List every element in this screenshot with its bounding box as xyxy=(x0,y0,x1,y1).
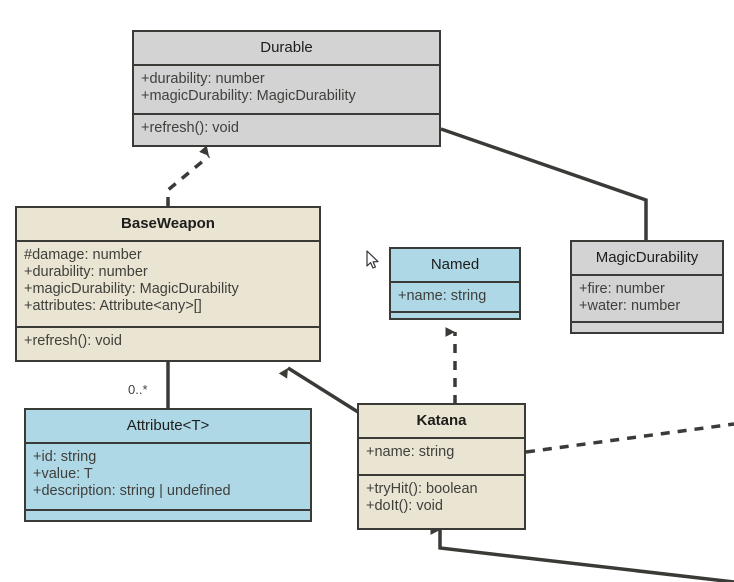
class-title-durable: Durable xyxy=(260,39,313,56)
uml-class-katana[interactable]: Katana +name: string +tryHit(): boolean … xyxy=(357,403,526,530)
methods-compartment-attribute xyxy=(26,511,310,520)
class-title-attribute: Attribute<T> xyxy=(126,417,210,434)
attributes-compartment-durable: +durability: number +magicDurability: Ma… xyxy=(134,66,439,113)
attributes-compartment-katana: +name: string xyxy=(359,439,524,474)
method-row: +refresh(): void xyxy=(24,332,122,349)
attribute-row: +durability: number xyxy=(141,71,265,87)
attribute-row: #damage: number xyxy=(24,247,142,263)
uml-class-attribute[interactable]: Attribute<T> +id: string +value: T +desc… xyxy=(24,408,312,522)
arrow-pointer-icon xyxy=(366,250,379,269)
attribute-row: +name: string xyxy=(398,288,487,304)
attributes-compartment-magicdurability: +fire: number +water: number xyxy=(572,276,722,321)
divider xyxy=(572,274,722,276)
edge-durable-magicdurability xyxy=(440,127,648,242)
uml-class-magicdurability[interactable]: MagicDurability +fire: number +water: nu… xyxy=(570,240,724,334)
edge-katana-offcanvas-right xyxy=(525,422,734,454)
methods-compartment-katana: +tryHit(): boolean +doIt(): void xyxy=(359,476,524,528)
method-row: +tryHit(): boolean xyxy=(366,481,478,497)
attribute-row: +durability: number xyxy=(24,264,148,280)
divider xyxy=(134,113,439,115)
edge-offcanvas-bottom-katana xyxy=(430,525,734,582)
attribute-row: +name: string xyxy=(366,444,455,460)
divider xyxy=(26,442,310,444)
divider xyxy=(26,509,310,511)
attribute-row: +id: string xyxy=(33,449,97,465)
attribute-row: +magicDurability: MagicDurability xyxy=(141,88,356,104)
edge-katana-baseweapon xyxy=(278,366,359,414)
divider xyxy=(359,474,524,476)
uml-class-named[interactable]: Named +name: string xyxy=(389,247,521,320)
edge-baseweapon-durable xyxy=(166,145,211,206)
uml-class-baseweapon[interactable]: BaseWeapon #damage: number +durability: … xyxy=(15,206,321,362)
attributes-compartment-named: +name: string xyxy=(391,283,519,311)
class-title-katana: Katana xyxy=(416,412,467,429)
attribute-row: +magicDurability: MagicDurability xyxy=(24,281,239,297)
method-row: +doIt(): void xyxy=(366,498,443,514)
divider xyxy=(134,64,439,66)
divider xyxy=(17,325,319,328)
methods-compartment-baseweapon: +refresh(): void xyxy=(17,328,319,361)
divider xyxy=(572,321,722,323)
attribute-row: +fire: number xyxy=(579,281,665,297)
class-title-baseweapon: BaseWeapon xyxy=(121,215,215,232)
methods-compartment-magicdurability xyxy=(572,323,722,332)
methods-compartment-named xyxy=(391,313,519,322)
attributes-compartment-baseweapon: #damage: number +durability: number +mag… xyxy=(17,242,319,326)
class-title-named: Named xyxy=(430,256,480,273)
attribute-row: +attributes: Attribute<any>[] xyxy=(24,298,202,314)
methods-compartment-durable: +refresh(): void xyxy=(134,115,439,145)
divider xyxy=(359,437,524,439)
uml-class-durable[interactable]: Durable +durability: number +magicDurabi… xyxy=(132,30,441,147)
divider xyxy=(17,240,319,242)
method-row: +refresh(): void xyxy=(141,120,239,136)
divider xyxy=(391,281,519,283)
class-title-magicdurability: MagicDurability xyxy=(595,249,699,266)
multiplicity-label-baseweapon-attribute: 0..* xyxy=(128,382,148,397)
attribute-row: +value: T xyxy=(33,466,93,482)
divider xyxy=(391,311,519,313)
attribute-row: +water: number xyxy=(579,298,681,314)
attributes-compartment-attribute: +id: string +value: T +description: stri… xyxy=(26,444,310,509)
attribute-row: +description: string | undefined xyxy=(33,483,231,499)
